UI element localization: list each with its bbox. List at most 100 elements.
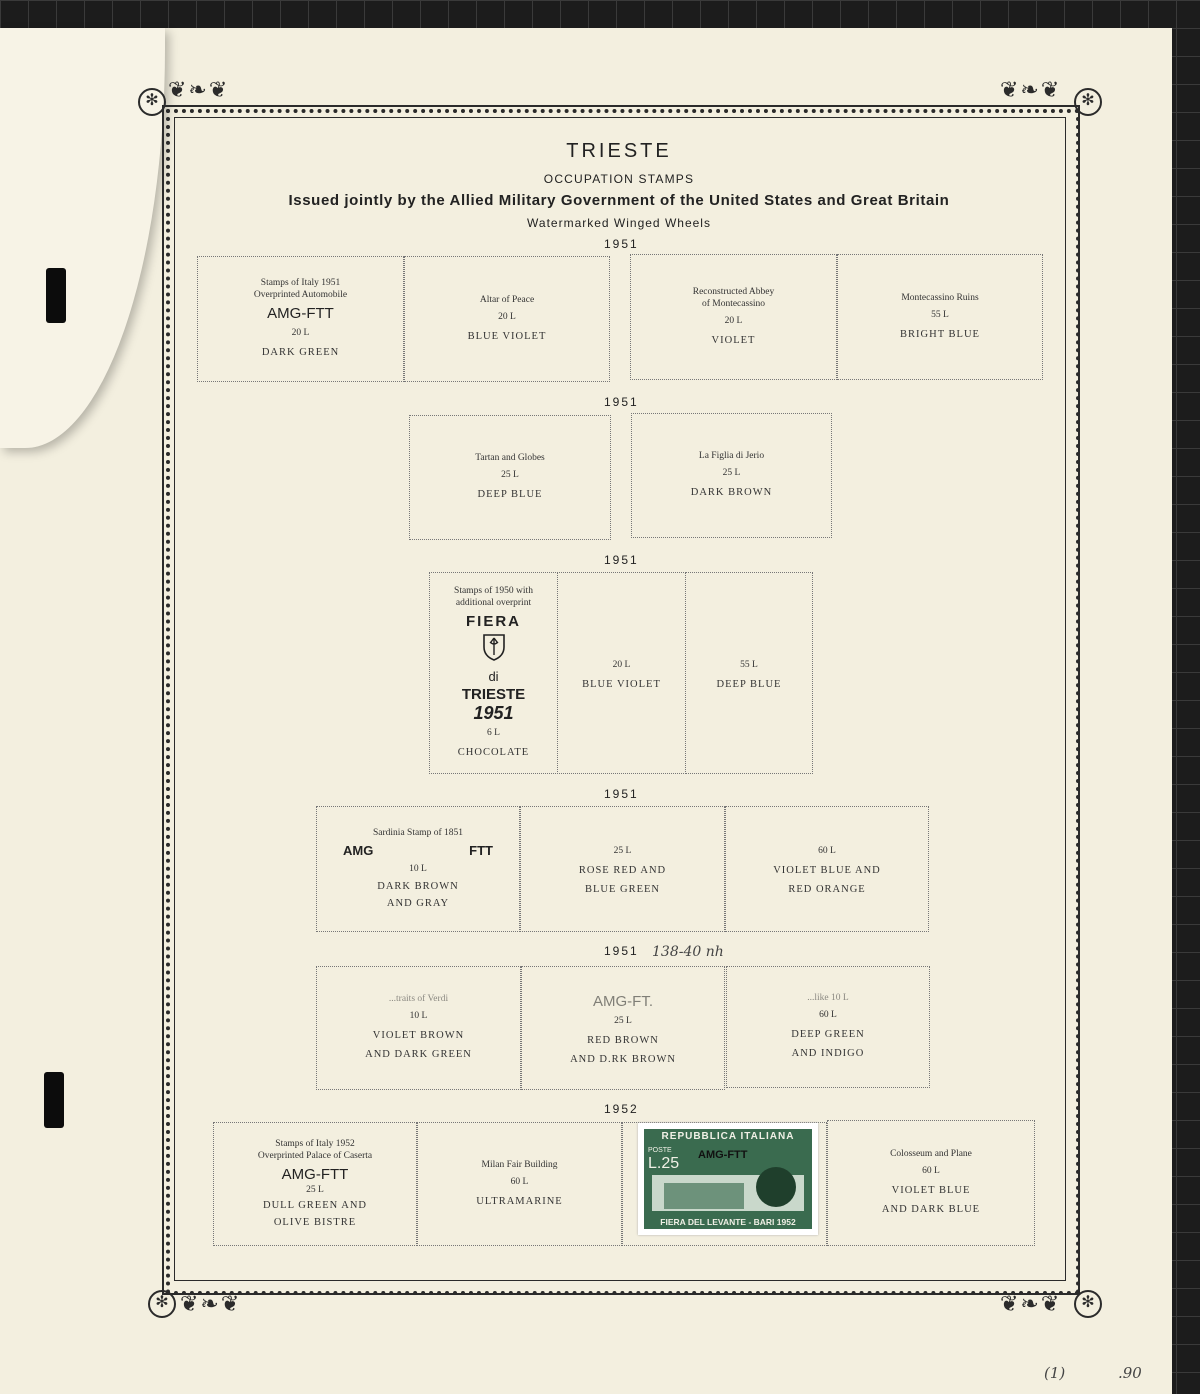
- stamp-space: 60 L VIOLET BLUE AND RED ORANGE: [725, 806, 929, 932]
- fair-building-icon: [664, 1183, 744, 1209]
- stamp-color: AND GRAY: [386, 897, 450, 909]
- stamp-value: 20 L: [724, 315, 743, 326]
- year-heading: 1951: [604, 395, 639, 409]
- globe-ship-icon: [756, 1167, 796, 1207]
- stamp-space: La Figlia di Jerio 25 L DARK BROWN: [631, 413, 832, 538]
- stamp-value: 6 L: [487, 728, 500, 738]
- stamp-space: Sardinia Stamp of 1851 AMG FTT 10 L DARK…: [316, 806, 520, 932]
- stamp-space: 20 L BLUE VIOLET: [557, 572, 686, 774]
- corner-rosette-icon: ✻: [1074, 1290, 1102, 1318]
- stamp-space: 25 L ROSE RED AND BLUE GREEN: [520, 806, 725, 932]
- stamp-color: BLUE GREEN: [584, 884, 661, 895]
- stamp-space: Stamps of Italy 1952 Overprinted Palace …: [213, 1122, 417, 1246]
- overprint-left: AMG: [343, 842, 374, 858]
- stamp-space: Altar of Peace 20 L BLUE VIOLET: [404, 256, 610, 382]
- stamp-color: VIOLET BLUE: [891, 1185, 971, 1196]
- stamp-color: DARK GREEN: [261, 347, 340, 358]
- stamp-description: ...traits of Verdi: [388, 994, 449, 1004]
- binder-hole: [44, 1072, 64, 1128]
- handwritten-page-number: (1): [1044, 1364, 1066, 1382]
- previous-page-leaf: [0, 28, 165, 448]
- corner-rosette-icon: ✻: [1074, 88, 1102, 116]
- stamp-value: 60 L: [818, 846, 836, 856]
- stamp-value: 20 L: [291, 328, 310, 338]
- stamp-value: 60 L: [819, 1010, 837, 1020]
- stamp-color: DEEP BLUE: [477, 489, 543, 500]
- stamp-value: 55 L: [931, 309, 949, 320]
- overprint-right: FTT: [469, 842, 493, 858]
- stamp-color: ULTRAMARINE: [476, 1195, 563, 1207]
- stamp-space: Montecassino Ruins 55 L BRIGHT BLUE: [837, 254, 1043, 380]
- stamp-poste: POSTE: [648, 1147, 672, 1154]
- scroll-ornament-icon: ❦❧❦: [180, 1291, 242, 1316]
- stamp-color: AND DARK BLUE: [881, 1204, 981, 1215]
- stamp-description: Montecassino Ruins: [901, 292, 979, 303]
- stamp-value: 25 L: [722, 468, 741, 478]
- stamp-description: Reconstructed Abbey: [692, 286, 775, 297]
- stamp-value: 20 L: [612, 659, 631, 670]
- stamp-space: Stamps of Italy 1951 Overprinted Automob…: [197, 256, 404, 382]
- stamp-color: CHOCOLATE: [457, 747, 530, 758]
- overprint-text: AMG-FTT: [281, 1165, 349, 1183]
- fiera-overprint: FIERA di TRIESTE 1951: [462, 613, 525, 722]
- stamp-space: AMG-FT. 25 L RED BROWN AND D.RK BROWN: [521, 966, 725, 1090]
- page-border-inner: [174, 117, 1066, 1281]
- stamp-color: VIOLET: [711, 334, 756, 346]
- stamp-description: Milan Fair Building: [481, 1159, 558, 1170]
- stamp-description: Stamps of Italy 1952: [275, 1138, 355, 1149]
- year-heading: 1951: [604, 787, 639, 801]
- stamp-color: BLUE VIOLET: [582, 678, 661, 690]
- issue-description: Issued jointly by the Allied Military Go…: [288, 192, 950, 209]
- stamp-value: 20 L: [498, 311, 516, 322]
- stamp-description: additional overprint: [455, 598, 532, 608]
- scroll-ornament-icon: ❦❧❦: [1000, 1291, 1062, 1316]
- overprint-year: 1951: [473, 703, 514, 723]
- stamp-space: Stamps of 1950 with additional overprint…: [429, 572, 558, 774]
- stamp-space: ...like 10 L 60 L DEEP GREEN AND INDIGO: [726, 966, 930, 1088]
- stamp-color: DARK BROWN: [377, 880, 459, 892]
- stamp-description: Colosseum and Plane: [890, 1149, 972, 1159]
- stamp-space: Reconstructed Abbey of Montecassino 20 L…: [630, 254, 837, 380]
- stamp-color: AND INDIGO: [791, 1048, 865, 1059]
- stamp-value: 60 L: [510, 1176, 529, 1187]
- stamp-description: of Montecassino: [701, 298, 766, 309]
- corner-rosette-icon: ✻: [138, 88, 166, 116]
- stamp-color: AND DARK GREEN: [365, 1049, 472, 1060]
- overprint-di: di: [488, 669, 499, 684]
- stamp-description: Altar of Peace: [479, 294, 535, 305]
- overprint-split: AMG FTT: [343, 843, 493, 858]
- handwritten-catalog-note: 138-40 nh: [652, 944, 724, 960]
- stamp-value: 25 L: [613, 846, 632, 856]
- overprint-fiera: FIERA: [466, 613, 521, 630]
- stamp-color: DARK BROWN: [690, 487, 773, 498]
- stamp-space-mounted: [622, 1122, 827, 1246]
- stamp-color: DULL GREEN AND: [262, 1199, 368, 1211]
- stamp-design: REPUBBLICA ITALIANA POSTE L.25 AMG-FTT F…: [644, 1129, 812, 1229]
- stamp-color: BLUE VIOLET: [467, 330, 547, 342]
- stamp-value: 10 L: [409, 1011, 428, 1021]
- stamp-description: Stamps of Italy 1951: [260, 278, 341, 288]
- overprint-trieste: TRIESTE: [461, 686, 526, 703]
- stamp-space: Colosseum and Plane 60 L VIOLET BLUE AND…: [827, 1120, 1035, 1246]
- stamp-value: 25 L: [501, 470, 519, 480]
- stamp-description: La Figlia di Jerio: [698, 451, 765, 461]
- stamp-color: RED BROWN: [587, 1034, 659, 1046]
- stamp-value: 60 L: [922, 1166, 940, 1176]
- stamp-color: VIOLET BLUE AND: [773, 865, 881, 876]
- page-subtitle: OCCUPATION STAMPS: [543, 172, 695, 186]
- year-heading: 1951: [604, 553, 639, 567]
- halberd-shield-icon: [482, 634, 505, 661]
- stamp-space: Milan Fair Building 60 L ULTRAMARINE: [417, 1122, 622, 1246]
- year-heading: 1951: [604, 944, 639, 958]
- stamp-description: Tartan and Globes: [475, 453, 545, 463]
- stamp-color: DEEP GREEN: [791, 1029, 865, 1040]
- stamp-description: Sardinia Stamp of 1851: [373, 827, 463, 838]
- stamp-space: Tartan and Globes 25 L DEEP BLUE: [409, 415, 611, 540]
- stamp-value: 25 L: [614, 1015, 632, 1026]
- year-heading: 1952: [604, 1102, 639, 1116]
- scroll-ornament-icon: ❦❧❦: [1000, 77, 1062, 102]
- mounted-stamp: REPUBBLICA ITALIANA POSTE L.25 AMG-FTT F…: [638, 1123, 818, 1235]
- corner-rosette-icon: ✻: [148, 1290, 176, 1318]
- stamp-description: Stamps of 1950 with: [454, 586, 533, 596]
- stamp-country: REPUBBLICA ITALIANA: [661, 1131, 795, 1142]
